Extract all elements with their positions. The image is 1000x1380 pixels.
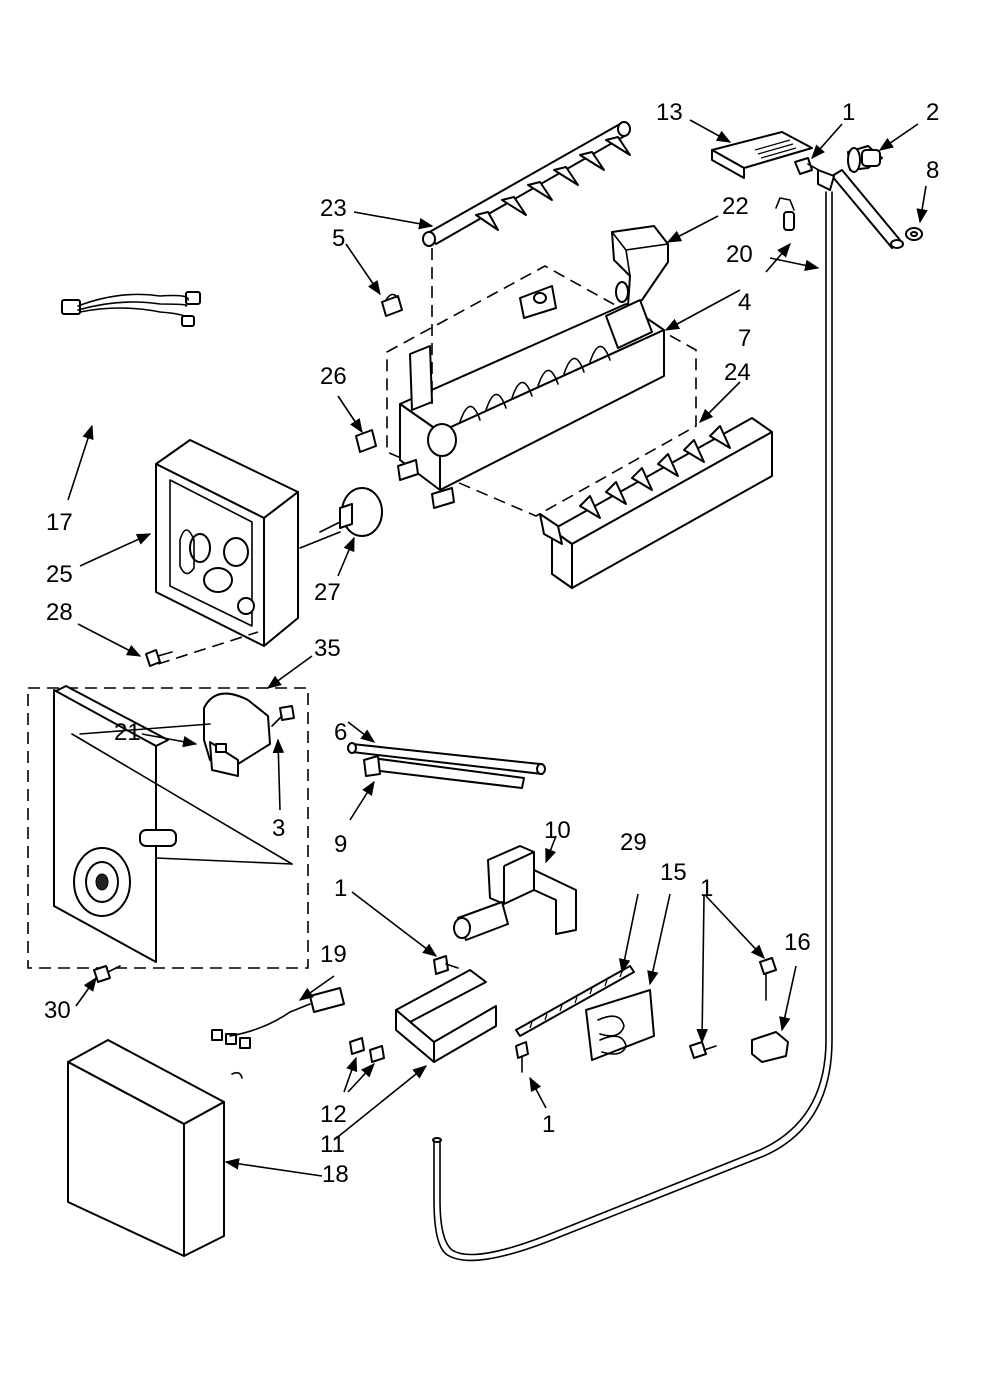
part-screw-heater: [515, 1041, 529, 1073]
part-ejector: [422, 121, 631, 247]
part-wiring: [211, 987, 345, 1079]
part-ice-stripper: [539, 417, 773, 589]
callout-20: 20: [726, 241, 753, 268]
callout-1-right: 1: [700, 875, 713, 902]
part-module-housing: [155, 439, 299, 647]
callout-8: 8: [926, 157, 939, 184]
callout-2: 2: [926, 99, 939, 126]
callout-16: 16: [784, 929, 811, 956]
connector-line-motor-2: [79, 723, 211, 735]
callout-25: 25: [46, 561, 73, 588]
part-wire-harness: [61, 291, 201, 327]
callout-7: 7: [738, 325, 751, 352]
callout-1-heater: 1: [542, 1111, 555, 1138]
callout-22: 22: [722, 193, 749, 220]
part-valve-bracket: [395, 969, 497, 1063]
callout-21: 21: [114, 719, 141, 746]
part-tube-short: [347, 742, 546, 775]
connector-line-disc: [299, 531, 341, 549]
callout-12: 12: [320, 1101, 347, 1128]
part-nut: [905, 227, 923, 241]
callout-24: 24: [724, 359, 751, 386]
callout-26: 26: [320, 363, 347, 390]
callout-23: 23: [320, 195, 347, 222]
connector-line-motor-3: [155, 857, 293, 865]
callout-1-bracket: 1: [334, 875, 347, 902]
callout-10: 10: [544, 817, 571, 844]
callout-30: 30: [44, 997, 71, 1024]
part-screw-housing: [145, 649, 173, 667]
callout-18: 18: [322, 1161, 349, 1188]
part-mold-thermostat: [319, 487, 383, 537]
callout-1-top: 1: [842, 99, 855, 126]
callout-17: 17: [46, 509, 73, 536]
part-thermostat: [775, 197, 795, 231]
part-heater: [515, 965, 635, 1037]
callout-15: 15: [660, 859, 687, 886]
part-screw-clamp: [689, 1041, 717, 1059]
part-screw-right: [759, 957, 777, 1001]
part-water-valve: [453, 845, 577, 941]
motor-assembly-outline: [27, 687, 309, 969]
part-shield: [711, 131, 813, 179]
callout-9: 9: [334, 831, 347, 858]
callout-6: 6: [334, 719, 347, 746]
part-screws-pair: [349, 1037, 385, 1063]
callout-13: 13: [656, 99, 683, 126]
mold-assembly-outline: [386, 265, 697, 517]
part-screw-bracket: [433, 955, 459, 975]
part-motor: [203, 692, 271, 777]
part-clamp: [585, 989, 655, 1061]
connector-line-housing: [157, 631, 259, 665]
part-fill-trough: [611, 225, 669, 307]
callout-27: 27: [314, 579, 341, 606]
connector-line-motor: [71, 733, 293, 865]
callout-11: 11: [320, 1131, 345, 1158]
part-screw-plate: [93, 965, 121, 983]
part-fill-tube: [432, 191, 833, 1262]
part-screw-top: [794, 157, 835, 191]
part-control-plate: [53, 685, 177, 963]
part-clip: [381, 293, 403, 317]
callout-5: 5: [332, 225, 345, 252]
part-retainer-clip: [355, 429, 377, 453]
callout-3: 3: [272, 815, 285, 842]
part-fill-tube-extension: [831, 169, 904, 249]
callout-19: 19: [320, 941, 347, 968]
part-tube-clip: [751, 1031, 789, 1063]
callout-4: 4: [738, 289, 751, 316]
leader-lines: [67, 119, 928, 1177]
callout-labels: 13 1 2 8 23 22 5 20 4 7 26 24 17 25 27 2…: [44, 99, 939, 1188]
callout-35: 35: [314, 635, 341, 662]
callout-28: 28: [46, 599, 73, 626]
part-ice-mold: [397, 285, 665, 509]
part-screw-motor: [271, 705, 295, 727]
callout-29: 29: [620, 829, 647, 856]
part-cover: [67, 1039, 225, 1257]
part-fill-cup: [847, 145, 883, 173]
part-tube-fitting: [363, 755, 525, 789]
